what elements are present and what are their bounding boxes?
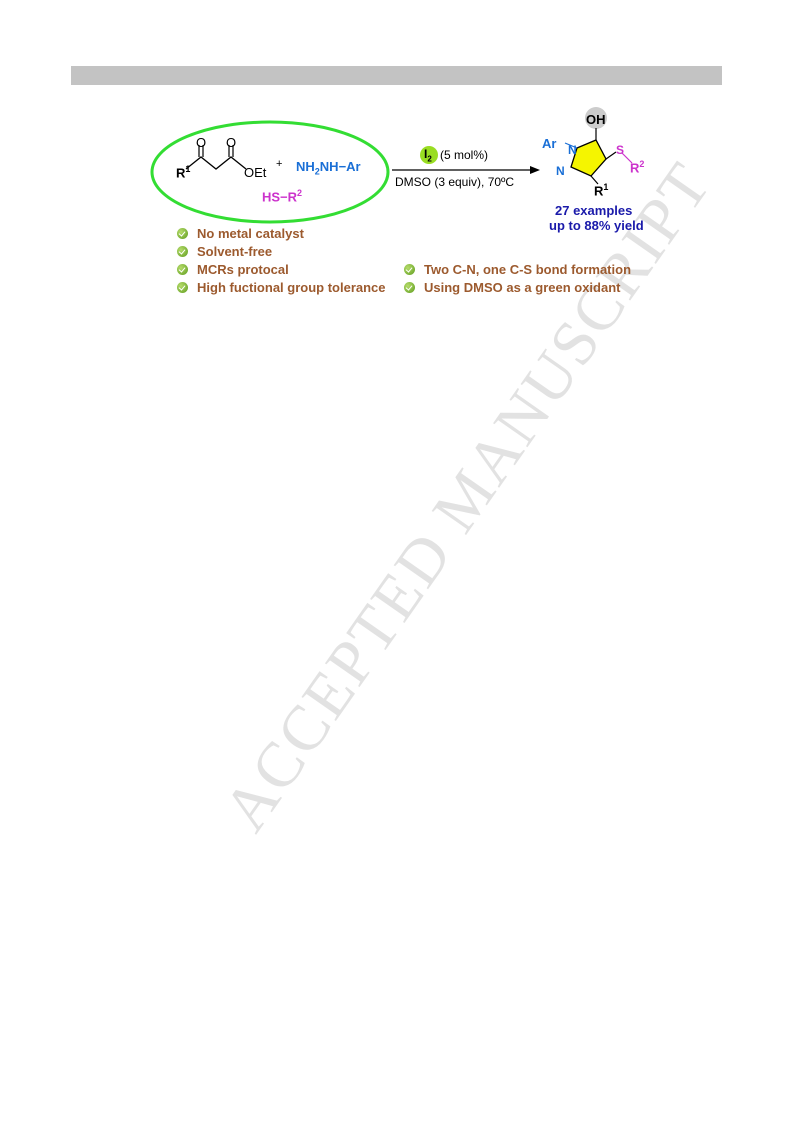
reaction-arrow-head <box>530 166 540 174</box>
n-ar-bond <box>564 142 578 149</box>
reactant-r1: R1 <box>176 164 191 181</box>
reactants-oval <box>150 120 390 224</box>
check-icon <box>404 282 415 293</box>
product-ar: Ar <box>542 136 557 151</box>
product-s: S <box>616 143 625 157</box>
s-r2-bond <box>621 152 633 164</box>
ester-group: OEt <box>244 165 267 180</box>
examples-count: 27 examples <box>555 203 633 218</box>
benefit-item: Two C-N, one C-S bond formation <box>404 262 631 277</box>
catalyst-highlight <box>420 146 438 164</box>
hydrazine-label: NH2NH−Ar <box>296 159 361 177</box>
catalyst-label: I2 <box>424 147 432 164</box>
product-n2: N <box>556 164 565 178</box>
product-n1: N <box>568 143 577 157</box>
benefit-item: No metal catalyst <box>177 226 304 241</box>
check-icon <box>177 228 188 239</box>
benefit-item: MCRs protocal <box>177 262 289 277</box>
product-r1: R1 <box>594 182 609 199</box>
c-r1-bond <box>590 175 599 185</box>
ester-oxygen: O <box>226 135 237 150</box>
header-bar <box>71 66 722 85</box>
reaction-conditions: DMSO (3 equiv), 70ºC <box>395 175 515 189</box>
ketoester-skeleton <box>185 156 247 170</box>
watermark: ACCEPTED MANUSCRIPT <box>209 149 725 844</box>
catalyst-loading: (5 mol%) <box>440 148 489 162</box>
product-oh: OH <box>586 112 606 127</box>
benefit-item: Solvent-free <box>177 244 272 259</box>
product-r2: R2 <box>630 159 645 176</box>
max-yield: up to 88% yield <box>549 218 644 233</box>
oh-highlight <box>585 107 607 129</box>
c-s-bond <box>605 151 617 160</box>
pyrazole-ring <box>570 139 607 177</box>
benefit-item: Using DMSO as a green oxidant <box>404 280 621 295</box>
benefit-item: High fuctional group tolerance <box>177 280 386 295</box>
thiol-label: HS−R2 <box>262 188 303 205</box>
check-icon <box>177 246 188 257</box>
check-icon <box>177 264 188 275</box>
check-icon <box>177 282 188 293</box>
check-icon <box>404 264 415 275</box>
plus-sign: + <box>276 158 283 170</box>
ketone-oxygen: O <box>196 135 207 150</box>
reaction-scheme <box>150 107 633 224</box>
